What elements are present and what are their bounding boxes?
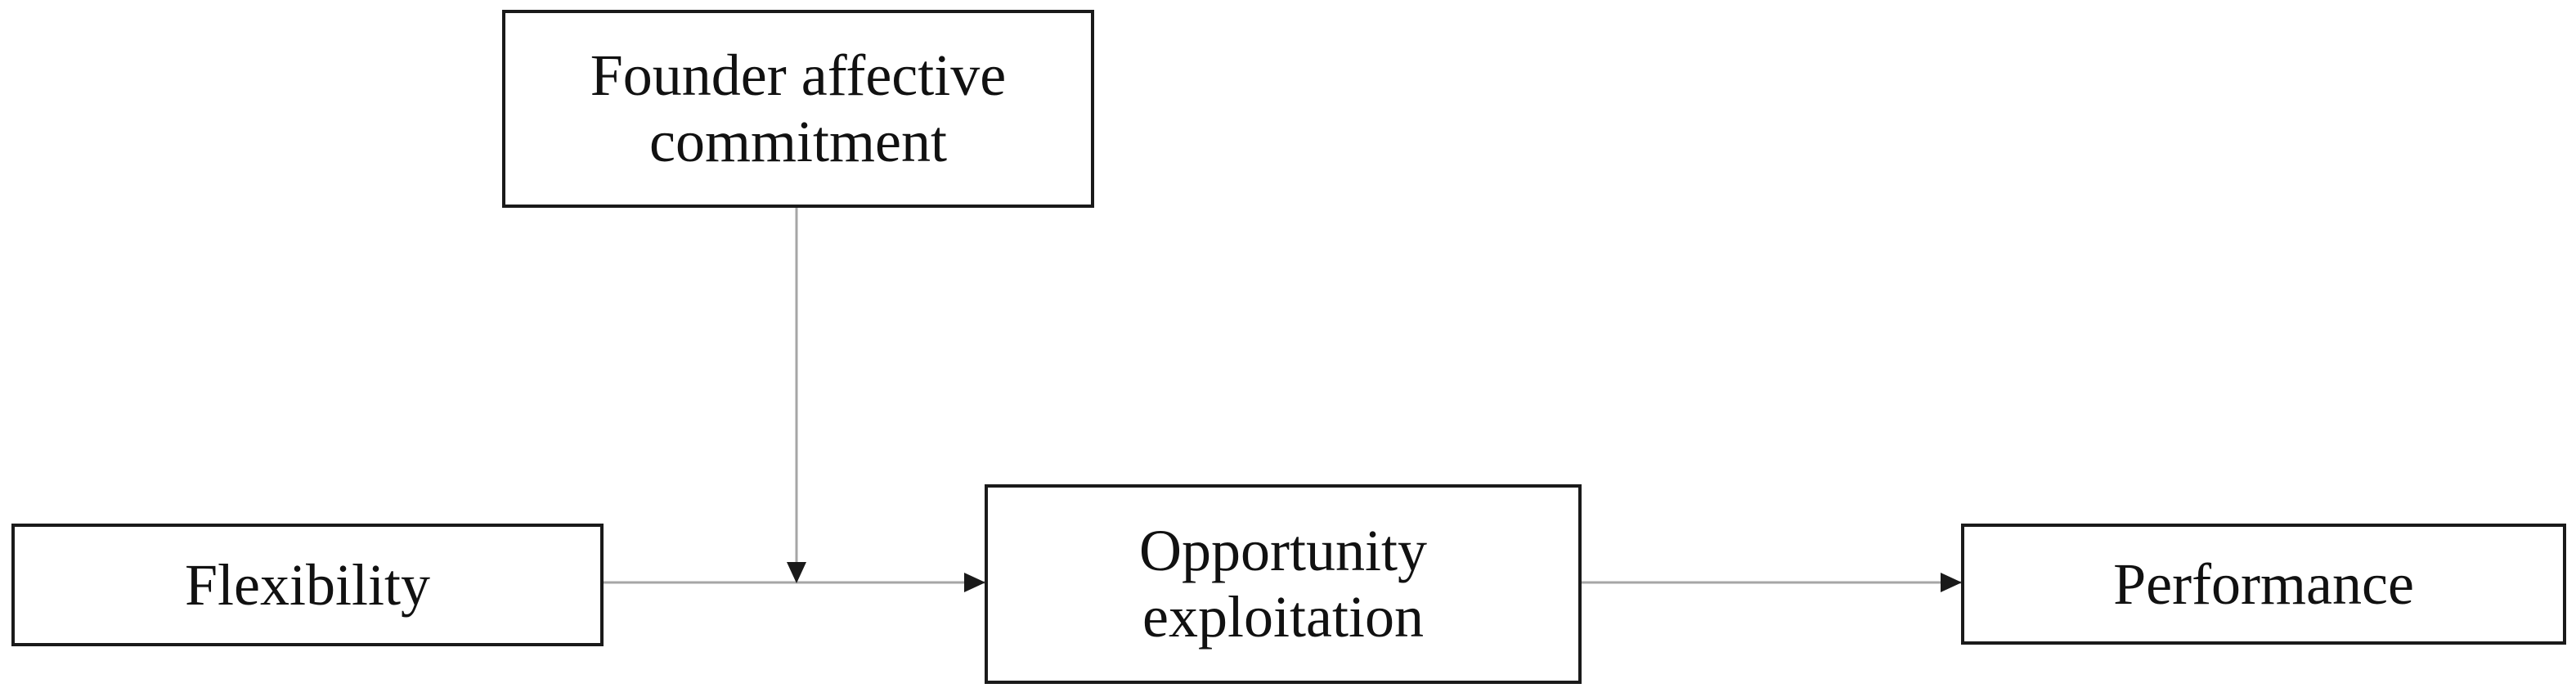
- node-performance: Performance: [1961, 524, 2566, 645]
- node-opportunity-line2: exploitation: [1142, 584, 1424, 650]
- node-founder-line2: commitment: [649, 109, 947, 174]
- node-opportunity-line1: Opportunity: [1139, 518, 1427, 584]
- node-flexibility: Flexibility: [11, 524, 604, 646]
- node-opportunity-exploitation: Opportunity exploitation: [985, 484, 1582, 684]
- node-founder-affective-commitment: Founder affective commitment: [502, 10, 1094, 208]
- node-founder-line1: Founder affective: [590, 43, 1007, 109]
- node-flexibility-label: Flexibility: [184, 551, 431, 618]
- node-performance-label: Performance: [2113, 551, 2414, 617]
